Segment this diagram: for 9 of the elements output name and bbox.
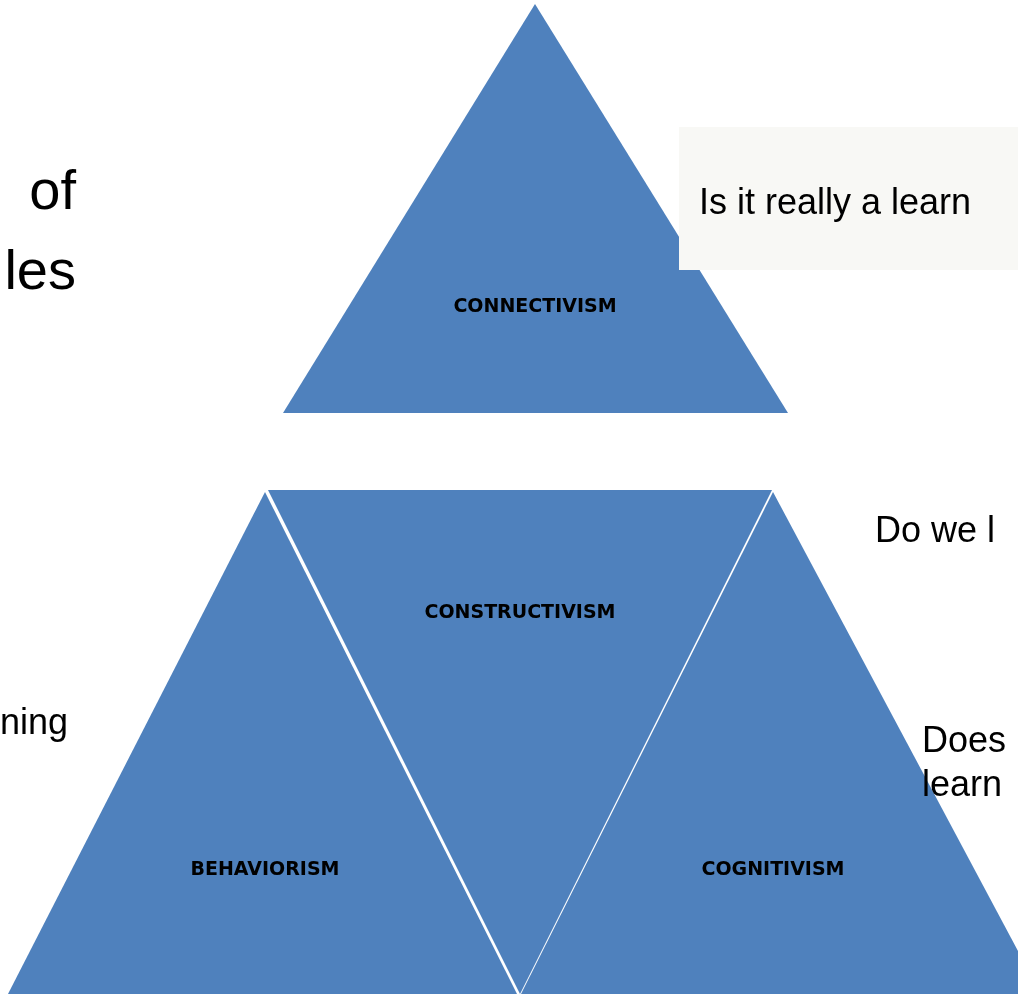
question-text: Is it really a learn xyxy=(699,180,972,224)
triangle-label: COGNITIVISM xyxy=(701,857,845,879)
body-text: ning xyxy=(0,700,66,744)
question-box xyxy=(679,127,1018,270)
triangle-label: CONSTRUCTIVISM xyxy=(424,600,616,622)
triangle-label: BEHAVIORISM xyxy=(190,857,340,879)
triangle-label: CONNECTIVISM xyxy=(453,294,617,316)
question-text: Do we l xyxy=(875,508,997,552)
title-text: of les xyxy=(3,157,76,303)
